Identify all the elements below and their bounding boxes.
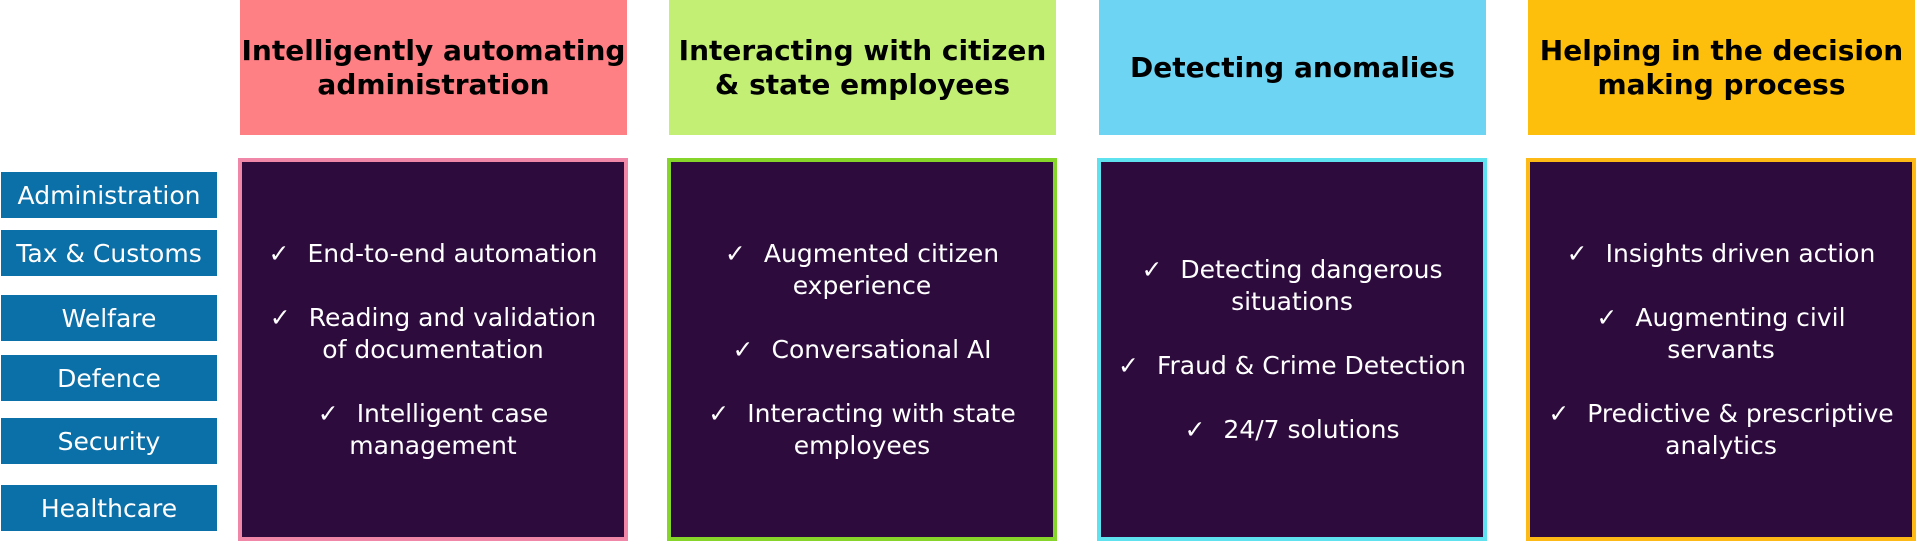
capability-text: Conversational AI — [771, 334, 992, 364]
capability-text: Interacting with state employees — [747, 398, 1016, 460]
capability-text: Fraud & Crime Detection — [1156, 350, 1467, 380]
capability-text: Reading and validation of documentation — [308, 302, 597, 364]
column-header-automating: Intelligently automating administration — [240, 0, 627, 135]
capability-text: Augmenting civil servants — [1635, 302, 1846, 364]
capability-item: ✓ Intelligent case management — [242, 398, 624, 462]
check-icon: ✓ — [732, 334, 754, 364]
column-header-interacting: Interacting with citizen & state employe… — [669, 0, 1056, 135]
capability-item: ✓ Interacting with state employees — [671, 398, 1053, 462]
capability-text: Insights driven action — [1605, 238, 1876, 268]
column-panel-decision-making: ✓ Insights driven action ✓ Augmenting civi… — [1526, 158, 1916, 541]
capability-item: ✓ 24/7 solutions — [1168, 414, 1415, 446]
capability-item: ✓ Predictive & prescriptive analytics — [1530, 398, 1912, 462]
check-icon: ✓ — [1596, 302, 1618, 332]
sector-label-tax-customs: Tax & Customs — [1, 230, 217, 276]
sector-label-defence: Defence — [1, 355, 217, 401]
column-panel-interacting: ✓ Augmented citizen experience ✓ Conversat… — [667, 158, 1057, 541]
capability-item: ✓ Augmented citizen experience — [671, 238, 1053, 302]
sector-label-administration: Administration — [1, 172, 217, 218]
check-icon: ✓ — [708, 398, 730, 428]
sector-label-welfare: Welfare — [1, 295, 217, 341]
capability-item: ✓ Reading and validation of documentation — [242, 302, 624, 366]
capability-item: ✓ End-to-end automation — [253, 238, 614, 270]
capability-item: ✓ Fraud & Crime Detection — [1102, 350, 1482, 382]
capability-item: ✓ Insights driven action — [1551, 238, 1892, 270]
check-icon: ✓ — [268, 238, 290, 268]
check-icon: ✓ — [724, 238, 746, 268]
column-header-decision-making: Helping in the decision making process — [1528, 0, 1915, 135]
capability-text: End-to-end automation — [307, 238, 598, 268]
check-icon: ✓ — [1117, 350, 1139, 380]
check-icon: ✓ — [1566, 238, 1588, 268]
capability-item: ✓ Detecting dangerous situations — [1101, 254, 1483, 318]
column-panel-anomalies: ✓ Detecting dangerous situations ✓ Fraud &… — [1097, 158, 1487, 541]
sector-label-security: Security — [1, 418, 217, 464]
check-icon: ✓ — [1548, 398, 1570, 428]
check-icon: ✓ — [1141, 254, 1163, 284]
capability-item: ✓ Conversational AI — [717, 334, 1008, 366]
capability-item: ✓ Augmenting civil servants — [1530, 302, 1912, 366]
sector-label-healthcare: Healthcare — [1, 485, 217, 531]
check-icon: ✓ — [1184, 414, 1206, 444]
check-icon: ✓ — [269, 302, 291, 332]
check-icon: ✓ — [317, 398, 339, 428]
capability-text: Detecting dangerous situations — [1180, 254, 1443, 316]
capability-text: Intelligent case management — [349, 398, 549, 460]
column-panel-automating: ✓ End-to-end automation ✓ Reading and vali… — [238, 158, 628, 541]
capability-text: Augmented citizen experience — [763, 238, 1000, 300]
column-header-anomalies: Detecting anomalies — [1099, 0, 1486, 135]
capability-text: 24/7 solutions — [1223, 414, 1400, 444]
capability-text: Predictive & prescriptive analytics — [1587, 398, 1894, 460]
